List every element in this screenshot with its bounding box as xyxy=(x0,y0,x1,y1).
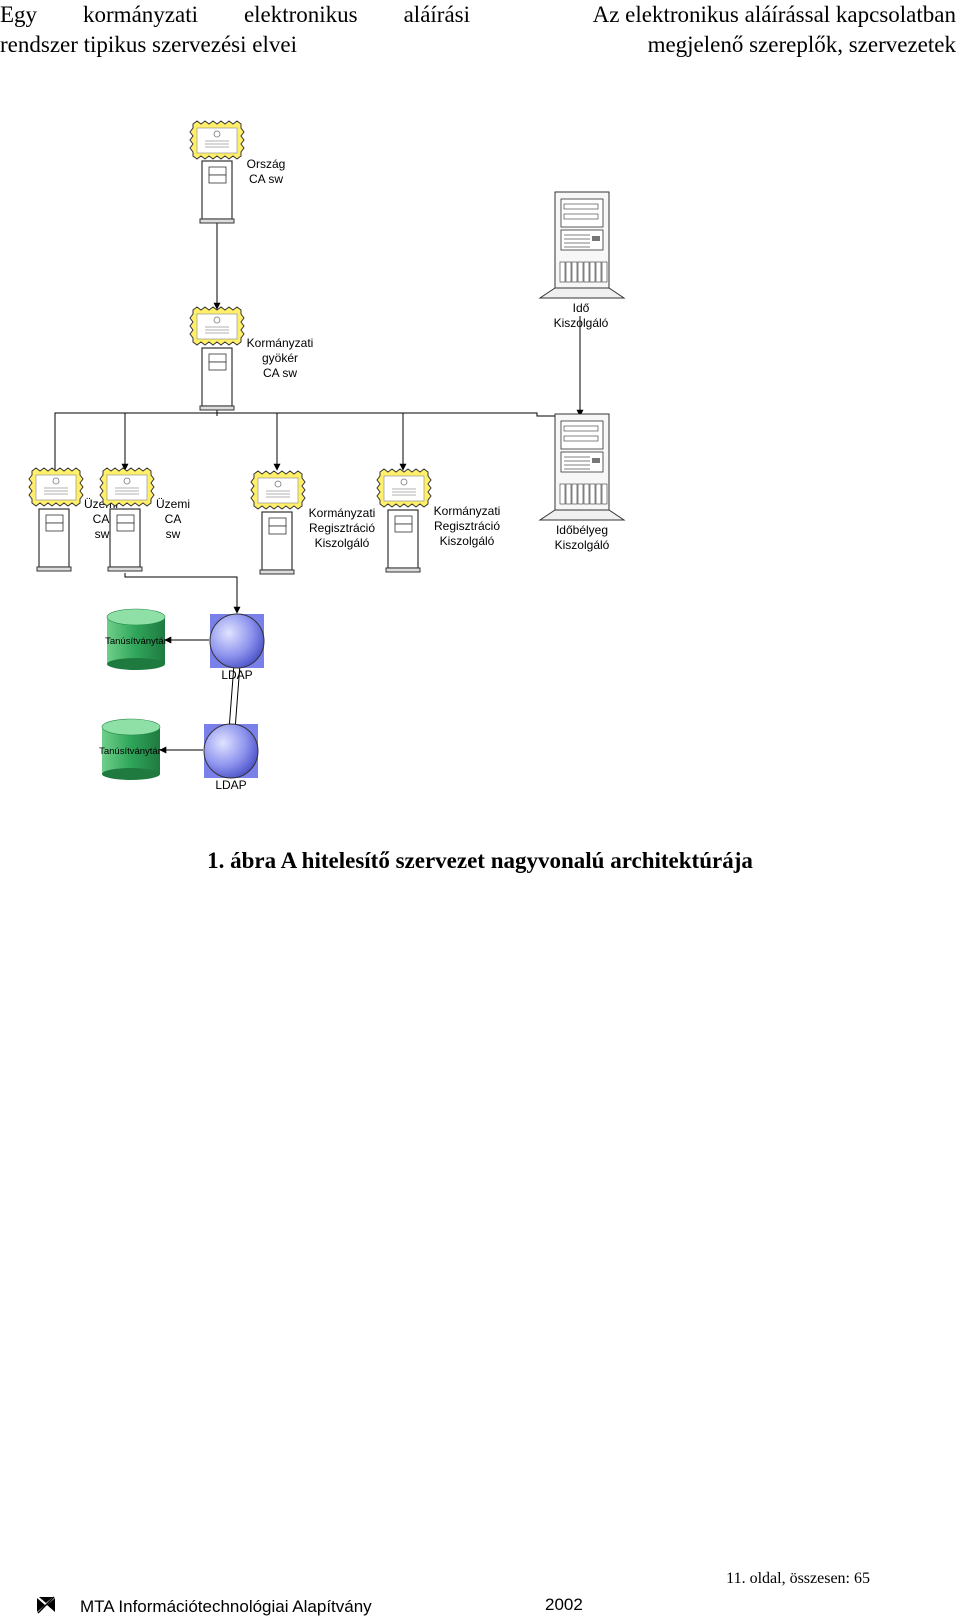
reg-server-2-label-2: Regisztráció xyxy=(434,519,500,533)
ldap-node-1: LDAP xyxy=(209,613,265,682)
connection-lines xyxy=(54,222,584,754)
gov-root-ca-label-1: Kormányzati xyxy=(247,336,314,350)
server-icon xyxy=(539,191,625,299)
page-number: 11. oldal, összesen: 65 xyxy=(726,1570,870,1587)
timestamp-server-node: Időbélyeg Kiszolgáló xyxy=(539,413,625,552)
gov-root-ca-label-3: CA sw xyxy=(263,366,297,380)
header-left-line1: Egy kormányzati elektronikus aláírási xyxy=(0,2,470,27)
ldap-globe-icon xyxy=(203,723,259,779)
pc-tower-icon xyxy=(199,160,235,224)
header-right: Az elektronikus aláírással kapcsolatban … xyxy=(536,0,956,60)
pc-tower-icon xyxy=(385,509,421,573)
ldap-node-2: LDAP xyxy=(203,723,259,792)
reg-server-node-1: Kormányzati Regisztráció Kiszolgáló xyxy=(250,470,376,575)
architecture-diagram: Ország CA sw Kormányzati gyökér CA sw Id… xyxy=(28,120,625,792)
pc-tower-icon xyxy=(199,347,235,411)
cert-store-node-1: Tanúsítványtár xyxy=(105,608,167,671)
orszag-ca-label-2: CA sw xyxy=(249,172,283,186)
figure-caption: 1. ábra A hitelesítő szervezet nagyvonal… xyxy=(207,848,753,873)
time-server-node: Idő Kiszolgáló xyxy=(539,191,625,330)
reg-server-1-label-1: Kormányzati xyxy=(309,506,376,520)
time-server-label-1: Idő xyxy=(573,301,590,315)
header-right-line1: Az elektronikus aláírással kapcsolatban xyxy=(592,2,956,27)
certificate-icon xyxy=(250,470,306,510)
certificate-icon xyxy=(28,467,84,507)
uzemi-ca-2-label-2: CA xyxy=(165,512,182,526)
pc-tower-icon xyxy=(36,508,72,572)
time-server-label-2: Kiszolgáló xyxy=(554,316,609,330)
timestamp-server-label-2: Kiszolgáló xyxy=(555,538,610,552)
pc-tower-icon xyxy=(259,511,295,575)
orszag-ca-label-1: Ország xyxy=(247,157,286,171)
reg-server-1-label-3: Kiszolgáló xyxy=(315,536,370,550)
orszag-ca-node: Ország CA sw xyxy=(189,120,286,224)
header-right-line2: megjelenő szereplők, szervezetek xyxy=(647,32,956,57)
uzemi-ca-2-label-3: sw xyxy=(166,527,181,541)
foundation-logo-icon xyxy=(36,1596,56,1614)
cert-store-1-label: Tanúsítványtár xyxy=(105,636,167,647)
footer-year: 2002 xyxy=(545,1595,583,1614)
reg-server-2-label-3: Kiszolgáló xyxy=(440,534,495,548)
gov-root-ca-label-2: gyökér xyxy=(262,351,298,365)
cert-store-node-2: Tanúsítványtár xyxy=(99,718,161,781)
reg-server-1-label-2: Regisztráció xyxy=(309,521,375,535)
certificate-icon xyxy=(189,120,245,160)
gov-root-ca-node: Kormányzati gyökér CA sw xyxy=(189,306,314,411)
ldap-2-label: LDAP xyxy=(215,778,246,792)
cert-store-2-label: Tanúsítványtár xyxy=(99,746,161,757)
certificate-icon xyxy=(189,306,245,346)
reg-server-node-2: Kormányzati Regisztráció Kiszolgáló xyxy=(376,468,501,573)
certificate-icon xyxy=(376,468,432,508)
uzemi-ca-node-2: Üzemi CA sw xyxy=(99,467,190,572)
timestamp-server-label-1: Időbélyeg xyxy=(556,523,608,537)
certificate-icon xyxy=(99,467,155,507)
uzemi-ca-1-label-2: CA xyxy=(93,512,110,526)
pc-tower-icon xyxy=(107,508,143,572)
uzemi-ca-2-label-1: Üzemi xyxy=(156,497,190,511)
ldap-1-label: LDAP xyxy=(221,668,252,682)
footer-organization: MTA Információtechnológiai Alapítvány xyxy=(80,1597,372,1616)
ldap-globe-icon xyxy=(209,613,265,669)
uzemi-ca-1-label-3: sw xyxy=(95,527,110,541)
header-left-line2: rendszer tipikus szervezési elvei xyxy=(0,32,297,57)
header-left: Egy kormányzati elektronikus aláírási re… xyxy=(0,0,470,60)
reg-server-2-label-1: Kormányzati xyxy=(434,504,501,518)
server-icon xyxy=(539,413,625,521)
